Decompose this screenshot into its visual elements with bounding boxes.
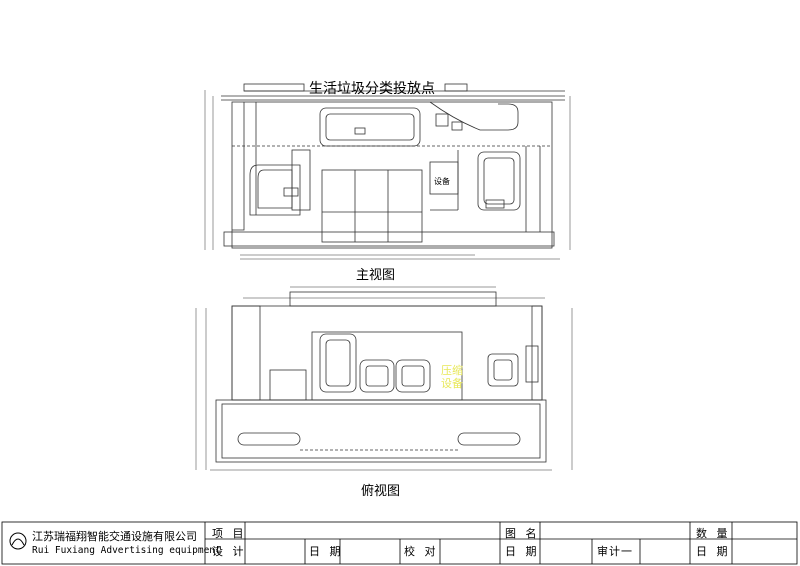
top-lower-body-inner — [221, 403, 541, 459]
right-column — [525, 146, 541, 232]
top-bin-1 — [319, 333, 357, 393]
top-view-label: 俯视图 — [361, 484, 401, 499]
front-equipment-frame — [430, 150, 459, 211]
top-view — [195, 286, 573, 471]
top-right-bin — [487, 353, 519, 387]
front-bin-panel — [321, 169, 423, 243]
front-body-outline — [231, 101, 553, 249]
title-block — [1, 521, 798, 565]
right-curve-sign — [429, 101, 519, 131]
right-sign-box — [435, 113, 449, 127]
top-bin-1-inner — [325, 339, 351, 387]
top-bin-area — [311, 331, 463, 401]
front-equipment-label: 设备 — [434, 177, 450, 186]
front-upper-window-inner — [325, 113, 415, 141]
project-label: 项 目 — [212, 527, 247, 540]
right-sign-box-2 — [451, 121, 463, 131]
right-cabinet — [477, 151, 521, 211]
company-name-en: Rui Fuxiang Advertising equipment — [32, 545, 221, 556]
top-seat-left — [237, 432, 301, 446]
review-label: 审计一 — [597, 545, 633, 558]
front-view-label: 主视图 — [356, 268, 396, 283]
roof-sign-right — [444, 83, 468, 92]
company-logo-icon — [9, 532, 27, 550]
right-cabinet-inner — [483, 157, 515, 205]
top-seat-right — [457, 432, 521, 446]
top-bin-2 — [359, 359, 395, 393]
top-equipment-label: 压缩设备 — [441, 364, 463, 390]
date-label-1: 日 期 — [309, 545, 344, 558]
drawing-name-label: 图 名 — [505, 527, 540, 540]
top-left-column — [231, 305, 261, 401]
top-right-bin-inner — [493, 359, 513, 381]
date-label-2: 日 期 — [505, 545, 540, 558]
left-cabinet-inner — [257, 169, 293, 209]
date-label-3: 日 期 — [696, 545, 731, 558]
design-label: 设 计 — [212, 545, 247, 558]
top-right-column — [531, 305, 543, 401]
title-block-frame — [1, 521, 798, 565]
left-cabinet — [249, 164, 301, 216]
quantity-label: 数 量 — [696, 527, 731, 540]
front-upper-window — [319, 107, 421, 147]
check-label: 校 对 — [404, 545, 439, 558]
front-base — [223, 231, 555, 247]
right-cabinet-handle — [485, 199, 505, 209]
drawing-title: 生活垃圾分类投放点 — [309, 81, 435, 97]
top-left-small-box — [269, 369, 307, 401]
roof-sign-left — [243, 83, 305, 92]
top-roof-edge — [289, 291, 497, 307]
top-lower-body — [215, 399, 547, 463]
left-column — [232, 102, 245, 231]
top-bin-3-inner — [401, 365, 425, 387]
top-bin-3 — [395, 359, 431, 393]
front-view — [204, 83, 571, 260]
top-bin-2-inner — [365, 365, 389, 387]
company-name-cn: 江苏瑞福翔智能交通设施有限公司 — [32, 530, 197, 543]
left-handle-post — [291, 149, 311, 211]
front-small-box — [354, 127, 366, 135]
left-handle — [283, 187, 299, 197]
